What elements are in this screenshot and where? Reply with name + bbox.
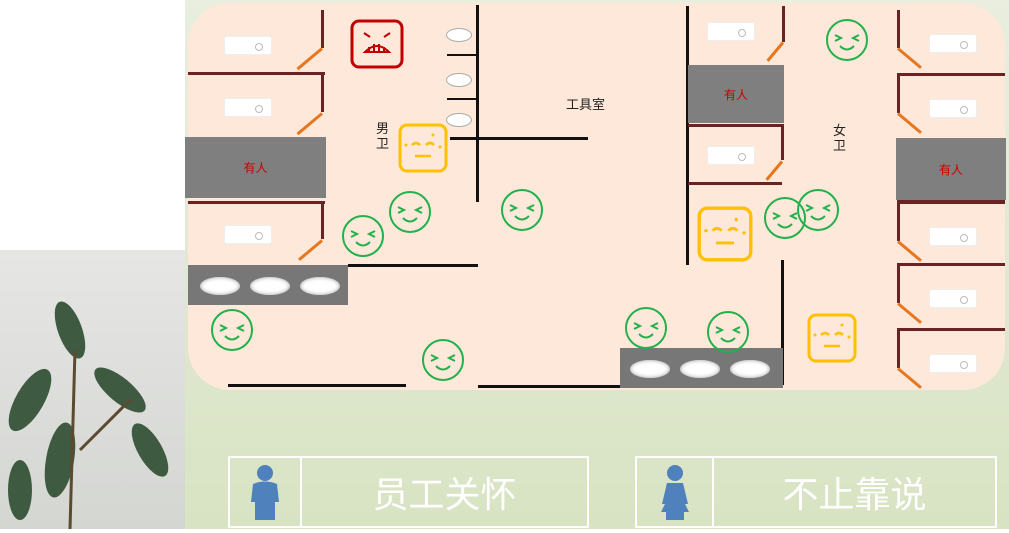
- toilet-seat: [224, 98, 272, 117]
- sink-counter: [188, 265, 348, 305]
- toilet-seat: [224, 225, 272, 244]
- occupied-stall: 有人: [688, 65, 784, 123]
- tool-room-label: 工具室: [566, 98, 606, 113]
- happy-face-icon: [797, 189, 839, 231]
- employee-care-button[interactable]: 员工关怀: [228, 456, 589, 528]
- happy-face-icon: [501, 189, 543, 231]
- happy-face-icon: [422, 339, 464, 381]
- happy-face-icon: [764, 197, 806, 239]
- neutral-face-icon: [398, 123, 448, 173]
- occupied-stall: 有人: [185, 137, 326, 198]
- angry-face-icon: [350, 19, 404, 69]
- neutral-face-icon: [697, 206, 753, 262]
- toilet-seat: [929, 289, 977, 308]
- male-figure-icon: [230, 458, 302, 526]
- toilet-seat: [929, 227, 977, 246]
- toilet-seat: [224, 36, 272, 55]
- button-label: 员工关怀: [372, 475, 517, 516]
- happy-face-icon: [211, 309, 253, 351]
- occupied-stall: 有人: [896, 138, 1006, 200]
- button-label: 不止靠说: [782, 475, 927, 516]
- toilet-seat: [707, 22, 755, 41]
- urinal: [446, 113, 472, 127]
- happy-face-icon: [826, 19, 868, 61]
- happy-face-icon: [625, 307, 667, 349]
- female-figure-icon: [637, 458, 714, 526]
- sink-counter: [620, 348, 783, 388]
- toilet-seat: [929, 354, 977, 373]
- not-just-talk-button[interactable]: 不止靠说: [635, 456, 997, 528]
- happy-face-icon: [707, 311, 749, 353]
- toilet-seat: [707, 146, 755, 165]
- plant-photo: [0, 250, 186, 530]
- happy-face-icon: [389, 191, 431, 233]
- toilet-seat: [929, 34, 977, 53]
- urinal: [446, 28, 472, 42]
- mens-room-label: 男 卫: [376, 122, 390, 152]
- neutral-face-icon: [807, 313, 857, 363]
- happy-face-icon: [342, 215, 384, 257]
- toilet-seat: [929, 99, 977, 118]
- womens-room-label: 女 卫: [833, 124, 847, 154]
- urinal: [446, 73, 472, 87]
